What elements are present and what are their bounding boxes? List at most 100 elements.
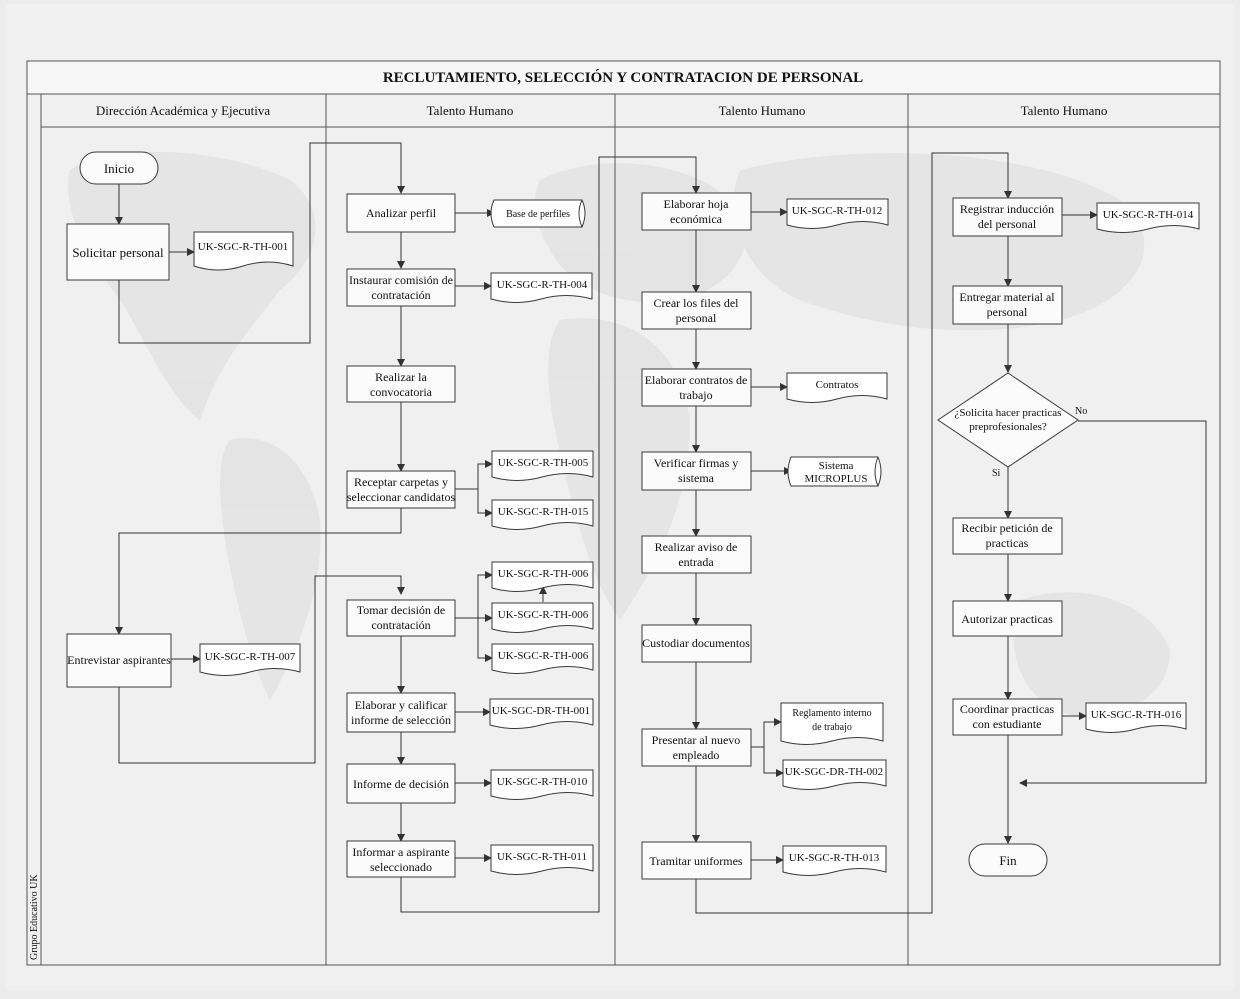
document-uk-sgc-r-th-005[interactable]: UK-SGC-R-TH-005 [491, 450, 594, 481]
document-uk-sgc-r-th-014[interactable]: UK-SGC-R-TH-014 [1096, 202, 1200, 233]
process-recibir-peticion[interactable]: Recibir petición de practicas [952, 517, 1063, 555]
title-bar [26, 60, 1221, 95]
start-terminator[interactable]: Inicio [79, 151, 159, 185]
document-label: Contratos [816, 379, 859, 391]
lane-header-3: Talento Humano [719, 103, 806, 118]
process-label-line2: seleccionado [370, 860, 432, 874]
document-uk-sgc-r-th-006-a[interactable]: UK-SGC-R-TH-006 [491, 561, 594, 592]
document-label: UK-SGC-R-TH-014 [1103, 209, 1194, 221]
process-label-line2: contratación [371, 288, 430, 302]
database-base-de-perfiles[interactable]: Base de perfiles [490, 199, 586, 228]
process-label-line2: entrada [678, 555, 714, 569]
process-label-line2: económica [670, 212, 723, 226]
lane-header-2: Talento Humano [427, 103, 514, 118]
document-uk-sgc-r-th-011[interactable]: UK-SGC-R-TH-011 [490, 844, 594, 875]
database-label-line1: Sistema [819, 460, 854, 472]
document-label: UK-SGC-R-TH-012 [792, 205, 882, 217]
process-coordinar-practicas[interactable]: Coordinar practicas con estudiante [952, 698, 1063, 736]
process-label: Custodiar documentos [642, 636, 750, 650]
document-label: UK-SGC-R-TH-011 [497, 851, 587, 863]
document-label: UK-SGC-DR-TH-001 [492, 705, 590, 717]
process-analizar-perfil[interactable]: Analizar perfil [346, 193, 456, 233]
process-label-line1: Verificar firmas y [654, 456, 739, 470]
database-label-line2: MICROPLUS [805, 473, 868, 485]
end-terminator[interactable]: Fin [968, 843, 1048, 877]
process-label: Solicitar personal [72, 245, 164, 260]
process-label: Analizar perfil [366, 206, 437, 220]
diagram-border [26, 93, 1221, 966]
process-label-line1: Recibir petición de [961, 521, 1052, 535]
process-realizar-aviso[interactable]: Realizar aviso de entrada [641, 535, 752, 574]
decision-solicita-practicas[interactable]: ¿Solicita hacer practicas preprofesional… [937, 372, 1079, 468]
document-uk-sgc-r-th-013[interactable]: UK-SGC-R-TH-013 [782, 845, 887, 876]
diagram-title: RECLUTAMIENTO, SELECCIÓN Y CONTRATACION … [383, 69, 863, 86]
process-label-line1: Coordinar practicas [960, 702, 1055, 716]
process-label-line1: Receptar carpetas y [354, 475, 448, 489]
process-label-line1: Tomar decisión de [357, 603, 445, 617]
document-uk-sgc-r-th-015[interactable]: UK-SGC-R-TH-015 [491, 499, 594, 530]
document-uk-sgc-r-th-007[interactable]: UK-SGC-R-TH-007 [199, 643, 301, 676]
document-label: UK-SGC-R-TH-016 [1091, 709, 1182, 721]
database-sistema-microplus[interactable]: Sistema MICROPLUS [787, 456, 882, 487]
process-receptar-carpetas[interactable]: Receptar carpetas y seleccionar candidat… [346, 470, 456, 509]
process-verificar-firmas[interactable]: Verificar firmas y sistema [641, 451, 752, 491]
process-autorizar-practicas[interactable]: Autorizar practicas [952, 600, 1063, 637]
document-label-line2: de trabajo [812, 722, 852, 733]
process-informar-aspirante[interactable]: Informar a aspirante seleccionado [346, 840, 456, 878]
decision-label-line1: ¿Solicita hacer practicas [955, 407, 1062, 419]
process-label-line1: Informar a aspirante [352, 845, 449, 859]
document-label: UK-SGC-R-TH-007 [205, 651, 296, 663]
process-instaurar-comision[interactable]: Instaurar comisión de contratación [346, 268, 456, 307]
document-label: UK-SGC-R-TH-015 [498, 506, 589, 518]
document-uk-sgc-dr-th-002[interactable]: UK-SGC-DR-TH-002 [782, 759, 887, 790]
process-registrar-induccion[interactable]: Registrar inducción del personal [952, 197, 1063, 237]
document-label: UK-SGC-DR-TH-002 [785, 766, 883, 778]
process-label-line1: Elaborar hoja [664, 197, 730, 211]
process-elaborar-hoja-economica[interactable]: Elaborar hoja económica [641, 192, 752, 231]
process-presentar-empleado[interactable]: Presentar al nuevo empleado [641, 728, 752, 767]
process-label-line1: Registrar inducción [960, 202, 1054, 216]
process-label-line2: personal [676, 311, 717, 325]
document-uk-sgc-r-th-010[interactable]: UK-SGC-R-TH-010 [490, 769, 594, 800]
lane-header-4: Talento Humano [1021, 103, 1108, 118]
process-elaborar-contratos[interactable]: Elaborar contratos de trabajo [641, 368, 752, 407]
process-label: Autorizar practicas [961, 612, 1053, 626]
process-label-line2: trabajo [679, 388, 712, 402]
document-reglamento-interno[interactable]: Reglamento interno de trabajo [780, 702, 884, 745]
process-entrevistar-aspirantes[interactable]: Entrevistar aspirantes [66, 633, 172, 688]
document-label: UK-SGC-R-TH-010 [497, 776, 588, 788]
process-label-line2: personal [987, 305, 1028, 319]
document-label: UK-SGC-R-TH-006 [498, 650, 589, 662]
document-contratos[interactable]: Contratos [786, 372, 888, 403]
process-label-line1: Realizar la [375, 370, 427, 384]
document-uk-sgc-r-th-004[interactable]: UK-SGC-R-TH-004 [490, 272, 593, 303]
document-label: UK-SGC-R-TH-005 [498, 457, 589, 469]
process-label-line1: Realizar aviso de [655, 540, 738, 554]
process-tomar-decision[interactable]: Tomar decisión de contratación [346, 599, 456, 637]
process-informe-decision[interactable]: Informe de decisión [346, 763, 456, 804]
process-solicitar-personal[interactable]: Solicitar personal [66, 223, 170, 281]
process-label: Tramitar uniformes [649, 854, 743, 868]
document-uk-sgc-r-th-016[interactable]: UK-SGC-R-TH-016 [1085, 702, 1187, 733]
document-label: UK-SGC-R-TH-006 [498, 568, 589, 580]
process-label-line2: informe de selección [351, 713, 451, 727]
process-label-line1: Instaurar comisión de [349, 273, 453, 287]
process-label-line2: seleccionar candidatos [347, 490, 456, 504]
document-uk-sgc-dr-th-001[interactable]: UK-SGC-DR-TH-001 [489, 698, 594, 729]
start-label: Inicio [104, 161, 134, 176]
process-crear-files[interactable]: Crear los files del personal [641, 291, 752, 330]
document-uk-sgc-r-th-001[interactable]: UK-SGC-R-TH-001 [193, 231, 294, 271]
process-entregar-material[interactable]: Entregar material al personal [952, 285, 1063, 325]
database-label: Base de perfiles [506, 209, 570, 220]
document-uk-sgc-r-th-012[interactable]: UK-SGC-R-TH-012 [786, 198, 889, 229]
decision-no-label: No [1075, 406, 1087, 417]
process-label-line1: Presentar al nuevo [652, 733, 741, 747]
process-realizar-convocatoria[interactable]: Realizar la convocatoria [346, 365, 456, 403]
process-elaborar-informe[interactable]: Elaborar y calificar informe de selecció… [346, 692, 456, 733]
document-uk-sgc-r-th-006-c[interactable]: UK-SGC-R-TH-006 [491, 643, 594, 674]
document-uk-sgc-r-th-006-b[interactable]: UK-SGC-R-TH-006 [491, 602, 594, 633]
process-tramitar-uniformes[interactable]: Tramitar uniformes [641, 841, 752, 880]
process-custodiar-documentos[interactable]: Custodiar documentos [641, 624, 752, 663]
document-label-line1: Reglamento interno [792, 708, 871, 719]
